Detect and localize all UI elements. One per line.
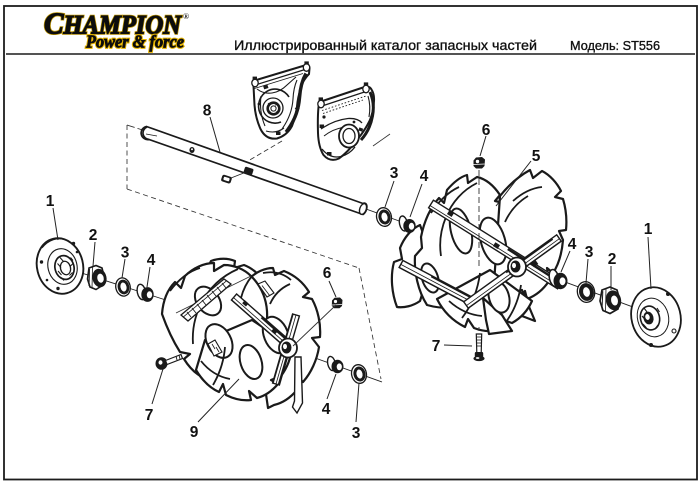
svg-text:®: ® (183, 12, 189, 21)
svg-text:Power & force: Power & force (85, 32, 184, 52)
svg-text:CHAMPION: CHAMPION (44, 6, 182, 41)
svg-text:4: 4 (322, 401, 331, 418)
svg-text:4: 4 (420, 168, 429, 185)
svg-text:3: 3 (585, 244, 594, 261)
svg-text:9: 9 (190, 424, 199, 441)
svg-text:1: 1 (46, 193, 55, 210)
svg-text:Power & force: Power & force (85, 32, 184, 52)
svg-text:Иллюстрированный каталог запас: Иллюстрированный каталог запасных частей (234, 38, 537, 54)
svg-text:3: 3 (390, 165, 399, 182)
svg-text:4: 4 (568, 236, 577, 253)
svg-text:7: 7 (432, 338, 441, 355)
svg-text:5: 5 (532, 148, 541, 165)
svg-text:1: 1 (644, 221, 653, 238)
svg-text:2: 2 (89, 227, 98, 244)
svg-text:2: 2 (608, 251, 617, 268)
svg-text:4: 4 (147, 252, 156, 269)
svg-text:7: 7 (145, 407, 154, 424)
svg-text:6: 6 (323, 265, 332, 282)
svg-text:8: 8 (203, 103, 212, 120)
svg-text:CHAMPION: CHAMPION (44, 6, 182, 41)
svg-text:3: 3 (352, 425, 361, 442)
svg-text:Модель: ST556: Модель: ST556 (570, 38, 660, 53)
svg-text:6: 6 (482, 122, 491, 139)
svg-text:3: 3 (121, 245, 130, 262)
